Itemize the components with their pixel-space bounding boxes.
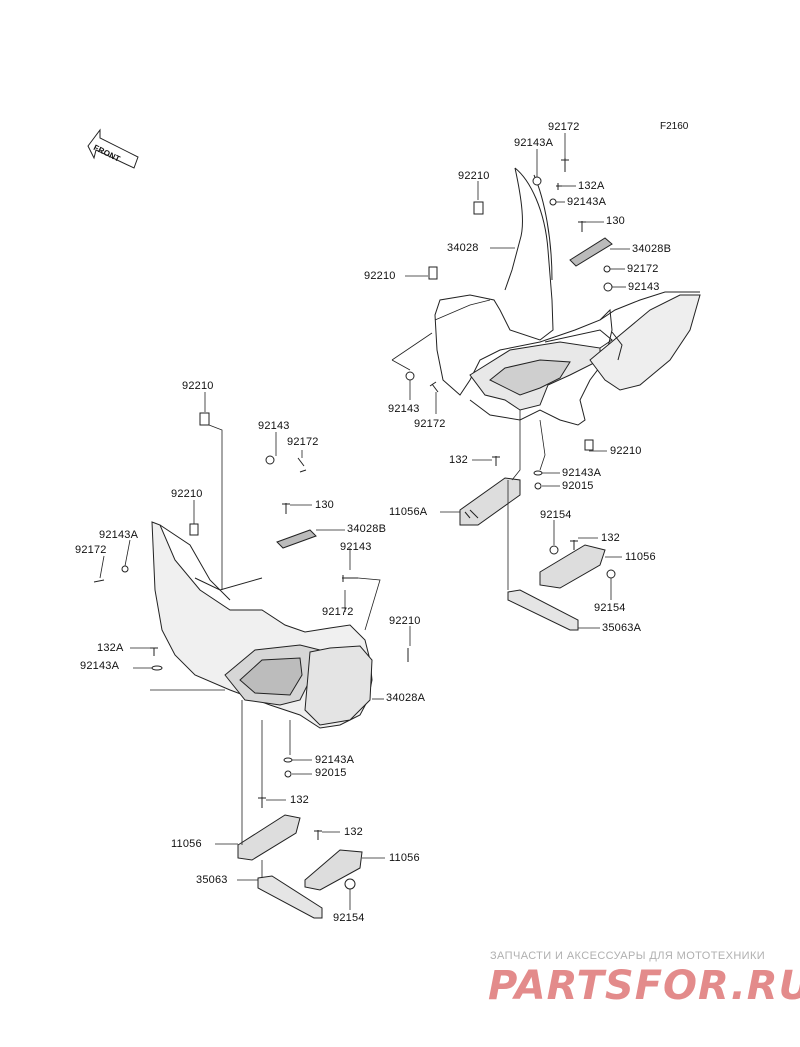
label-92172-low: 92172: [414, 418, 446, 430]
label-l-130: 130: [315, 499, 334, 511]
label-l-132-b: 132: [344, 826, 363, 838]
label-l-35063: 35063: [196, 874, 228, 886]
label-11056: 11056: [625, 551, 656, 563]
label-132A-top: 132A: [578, 180, 605, 192]
label-130: 130: [606, 215, 625, 227]
label-l-92143A-c: 92143A: [315, 754, 355, 766]
label-92210-low: 92210: [610, 445, 642, 457]
label-92143A-top: 92143A: [514, 137, 554, 149]
label-92143A-low: 92143A: [562, 467, 602, 479]
label-34028: 34028: [447, 242, 479, 254]
right-leader-lines: [391, 133, 630, 629]
left-floorboard-assembly: [151, 521, 373, 729]
label-l-92143A-b: 92143A: [80, 660, 120, 672]
right-floorboard-assembly: [434, 167, 701, 426]
label-l-132: 132: [290, 794, 309, 806]
label-l-92172-b: 92172: [75, 544, 107, 556]
label-l-92015: 92015: [315, 767, 347, 779]
label-l-92172: 92172: [287, 436, 319, 448]
label-l-92210-b: 92210: [171, 488, 203, 500]
label-132-b: 132: [601, 532, 620, 544]
label-132: 132: [449, 454, 468, 466]
label-l-92172-c: 92172: [322, 606, 354, 618]
label-l-92210-c: 92210: [389, 615, 421, 627]
front-arrow-icon: [87, 128, 139, 169]
label-11056A: 11056A: [389, 506, 428, 518]
label-92015: 92015: [562, 480, 594, 492]
watermark-logo: PARTSFOR.RU: [488, 963, 800, 1009]
label-l-92143A: 92143A: [99, 529, 139, 541]
label-l-92210-top: 92210: [182, 380, 214, 392]
label-92210-mid: 92210: [364, 270, 396, 282]
label-l-132A: 132A: [97, 642, 124, 654]
watermark-tagline: ЗАПЧАСТИ И АКСЕССУАРЫ ДЛЯ МОТОТЕХНИКИ: [490, 950, 766, 962]
label-l-92143: 92143: [258, 420, 290, 432]
label-34028B: 34028B: [632, 243, 672, 255]
label-92172-top: 92172: [548, 121, 580, 133]
label-l-11056-a: 11056: [171, 838, 202, 850]
label-l-11056-b: 11056: [389, 852, 420, 864]
label-92210-top: 92210: [458, 170, 490, 182]
label-92143-low: 92143: [388, 403, 420, 415]
diagram-code: F2160: [660, 121, 689, 132]
label-l-92154: 92154: [333, 912, 365, 924]
label-92154-b: 92154: [594, 602, 626, 614]
right-fasteners: [405, 158, 616, 631]
label-l-34028B: 34028B: [347, 523, 387, 535]
label-35063A: 35063A: [602, 622, 642, 634]
label-92143A-b: 92143A: [567, 196, 607, 208]
left-leader-lines: [99, 392, 411, 910]
label-l-34028A: 34028A: [386, 692, 426, 704]
left-fasteners: [93, 412, 409, 919]
label-92143: 92143: [628, 281, 660, 293]
label-92172-mid: 92172: [627, 263, 659, 275]
label-l-92143-b: 92143: [340, 541, 372, 553]
label-92154-a: 92154: [540, 509, 572, 521]
